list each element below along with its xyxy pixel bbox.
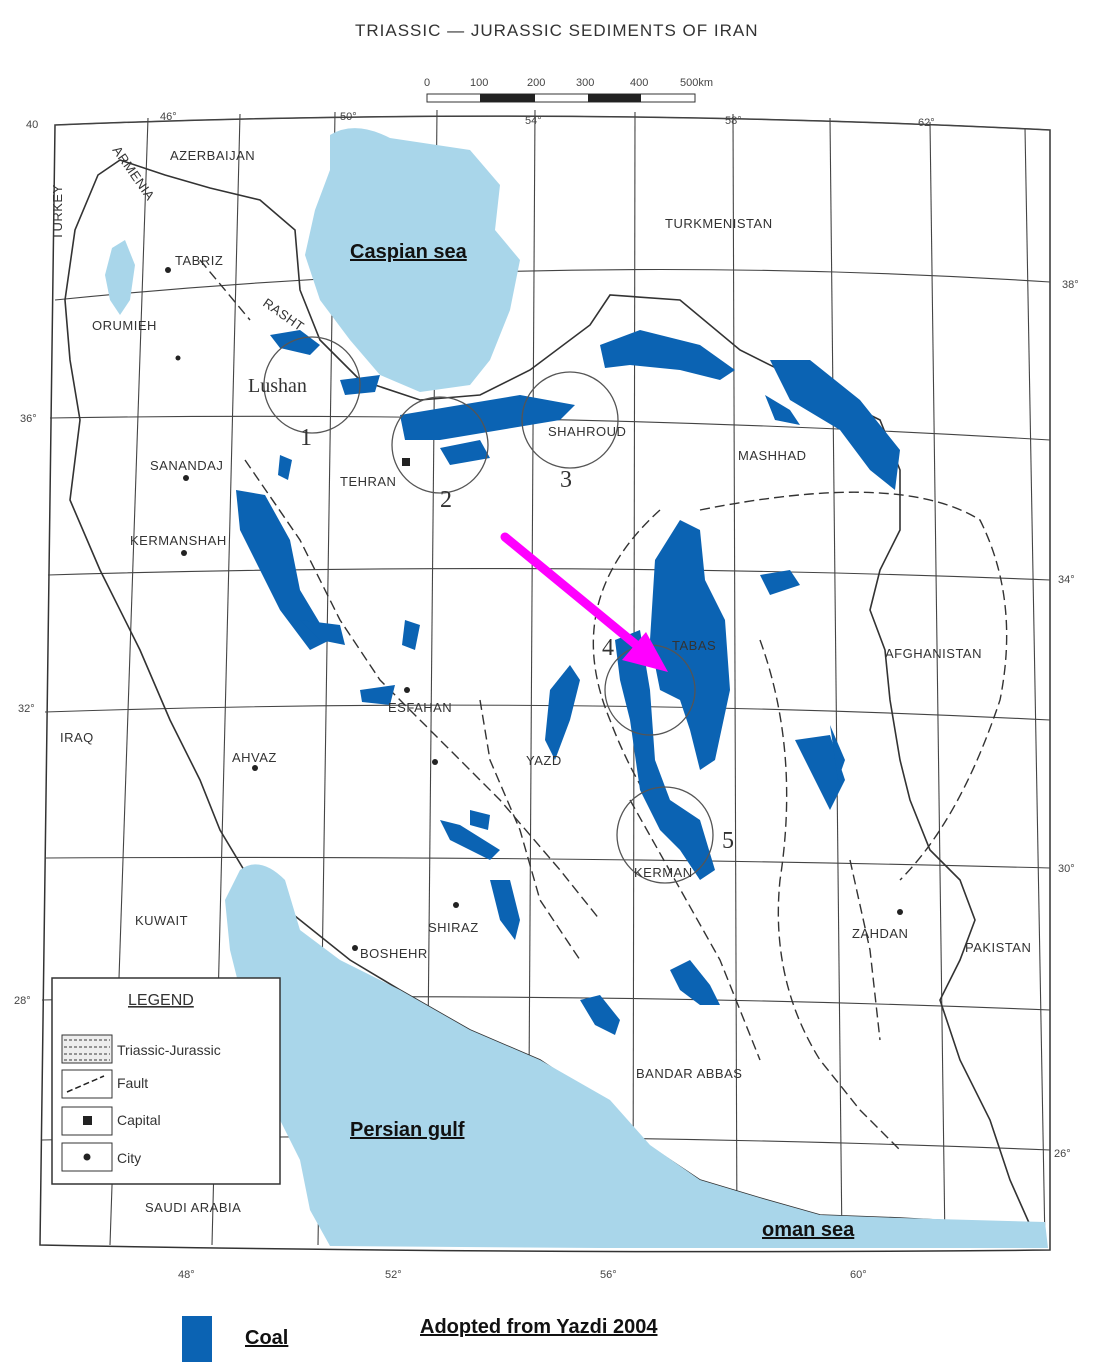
label-persian-gulf: Persian gulf [350, 1119, 465, 1141]
city-boshehr: BOSHEHR [360, 946, 428, 961]
lon-top-62: 62° [918, 117, 935, 129]
area-number-1: 1 [300, 425, 312, 451]
area-numbers: 1 2 3 4 5 [300, 425, 734, 854]
water [105, 128, 1048, 1248]
area-number-2: 2 [440, 487, 452, 513]
lon-top-54: 54° [525, 115, 542, 127]
scale-bar: 0 100 200 300 400 500km [424, 77, 713, 103]
legend-item-fault: Fault [117, 1075, 148, 1091]
country-pakistan: PAKISTAN [965, 940, 1031, 955]
caspian-sea [305, 128, 520, 392]
country-azerbaijan: AZERBAIJAN [170, 148, 255, 163]
lon-top-58: 58° [725, 115, 742, 127]
scale-tick-100: 100 [470, 77, 488, 89]
coal-key-swatch [182, 1316, 212, 1362]
lat-left-36: 36° [20, 413, 37, 425]
coal-key-label: Coal [245, 1327, 289, 1349]
city-zahdan: ZAHDAN [852, 926, 908, 941]
legend-item-capital: Capital [117, 1112, 161, 1128]
lon-top-46: 46° [160, 111, 177, 123]
persian-gulf [225, 864, 1048, 1248]
city-mashhad: MASHHAD [738, 448, 807, 463]
legend: LEGEND Triassic-Jurassic Fault Capital C… [51, 977, 281, 1185]
lat-right-34: 34° [1058, 574, 1075, 586]
coal-deposits [236, 330, 900, 1035]
city-labels: TABRIZ ORUMIEH RASHT Lushan TEHRAN SHAHR… [92, 253, 908, 1081]
lake-orumieh [105, 240, 135, 315]
country-iraq: IRAQ [60, 730, 94, 745]
study-areas [263, 336, 714, 884]
capital-marker [402, 458, 410, 466]
city-shiraz: SHIRAZ [428, 920, 479, 935]
label-caspian-sea: Caspian sea [350, 241, 468, 263]
legend-item-city: City [117, 1150, 141, 1166]
scale-tick-300: 300 [576, 77, 594, 89]
city-tehran: TEHRAN [340, 474, 396, 489]
legend-item-triassic: Triassic-Jurassic [117, 1042, 221, 1058]
country-turkmenistan: TURKMENISTAN [665, 216, 773, 231]
country-turkey: TURKEY [50, 184, 65, 240]
country-saudi-arabia: SAUDI ARABIA [145, 1200, 241, 1215]
lon-bottom-56: 56° [600, 1269, 617, 1281]
longitude-labels: 46° 50° 54° 58° 62° 48° 52° 56° 60° [160, 111, 935, 1281]
area-number-5: 5 [722, 828, 734, 854]
lat-right-38: 38° [1062, 279, 1079, 291]
area-number-3: 3 [560, 467, 572, 493]
city-markers [165, 267, 903, 951]
city-ahvaz: AHVAZ [232, 750, 277, 765]
city-kerman: KERMAN [634, 865, 693, 880]
lat-right-26: 26° [1054, 1148, 1071, 1160]
scale-tick-200: 200 [527, 77, 545, 89]
city-esfahan: ESFAHAN [388, 700, 452, 715]
city-kermanshah: KERMANSHAH [130, 533, 227, 548]
scale-tick-400: 400 [630, 77, 648, 89]
city-shahroud: SHAHROUD [548, 424, 626, 439]
scale-tick-0: 0 [424, 77, 430, 89]
city-yazd: YAZD [526, 753, 562, 768]
lat-right-30: 30° [1058, 863, 1075, 875]
city-tabas: TABAS [672, 638, 716, 653]
city-tabriz: TABRIZ [175, 253, 223, 268]
lon-bottom-52: 52° [385, 1269, 402, 1281]
country-kuwait: KUWAIT [135, 913, 188, 928]
source-credit: Adopted from Yazdi 2004 [420, 1316, 658, 1338]
city-sanandaj: SANANDAJ [150, 458, 223, 473]
lat-left-28: 28° [14, 995, 31, 1007]
lat-left-32: 32° [18, 703, 35, 715]
city-bandar-abbas: BANDAR ABBAS [636, 1066, 742, 1081]
scale-tick-500km: 500km [680, 77, 713, 89]
map-title: TRIASSIC — JURASSIC SEDIMENTS OF IRAN [355, 21, 759, 40]
country-afghanistan: AFGHANISTAN [885, 646, 982, 661]
highlight-arrow [500, 532, 668, 672]
label-oman-sea: oman sea [762, 1219, 855, 1241]
lon-top-50: 50° [340, 111, 357, 123]
legend-title: LEGEND [128, 992, 194, 1009]
city-lushan: Lushan [248, 375, 307, 397]
lon-bottom-60: 60° [850, 1269, 867, 1281]
lon-bottom-48: 48° [178, 1269, 195, 1281]
city-orumieh: ORUMIEH [92, 318, 157, 333]
legend-swatch-triassic [61, 1034, 113, 1064]
area-number-4: 4 [602, 635, 614, 661]
latitude-labels: 40 36° 32° 28° 38° 34° 30° 26° [14, 119, 1079, 1160]
lat-left-40: 40 [26, 119, 38, 131]
